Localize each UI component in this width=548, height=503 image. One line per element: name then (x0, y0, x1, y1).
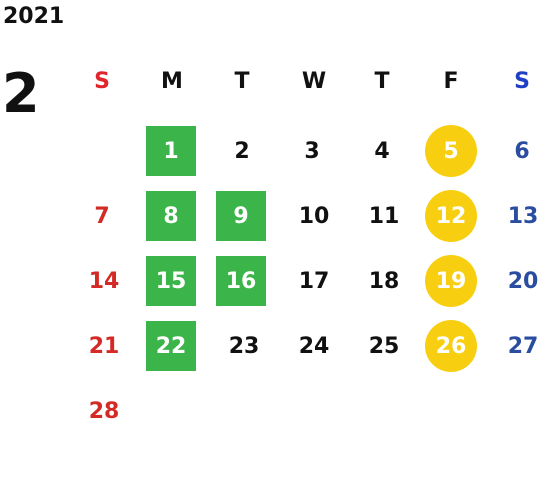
day-cell[interactable]: 10 (284, 196, 344, 236)
day-number: 11 (368, 203, 400, 229)
yellow-highlight (425, 125, 477, 177)
day-cell[interactable]: 15 (141, 256, 201, 306)
day-number: 3 (304, 138, 320, 164)
day-number: 22 (155, 333, 187, 359)
day-cell[interactable]: 9 (211, 191, 271, 241)
green-highlight (216, 256, 266, 306)
weekday-header-tue: T (234, 68, 250, 94)
day-number: 16 (225, 268, 257, 294)
day-number: 1 (163, 138, 179, 164)
day-cell[interactable]: 11 (354, 196, 414, 236)
month-number: 2 (2, 62, 40, 125)
day-number: 24 (298, 333, 330, 359)
day-number: 10 (298, 203, 330, 229)
day-number: 19 (435, 268, 467, 294)
yellow-highlight (425, 190, 477, 242)
day-cell[interactable]: 22 (141, 321, 201, 371)
day-number: 6 (514, 138, 530, 164)
day-cell[interactable]: 1 (141, 126, 201, 176)
green-highlight (146, 191, 196, 241)
day-cell[interactable]: 23 (214, 326, 274, 366)
day-number: 9 (233, 203, 249, 229)
day-number: 17 (298, 268, 330, 294)
green-highlight (216, 191, 266, 241)
day-number: 15 (155, 268, 187, 294)
weekday-header-sat: S (514, 68, 530, 94)
day-cell[interactable]: 21 (74, 326, 134, 366)
day-cell[interactable]: 14 (74, 261, 134, 301)
day-number: 4 (374, 138, 390, 164)
day-cell[interactable]: 6 (492, 131, 548, 171)
yellow-highlight (425, 320, 477, 372)
weekday-header-wed: W (301, 68, 327, 94)
day-number: 2 (234, 138, 250, 164)
day-cell[interactable]: 12 (421, 190, 481, 242)
day-cell[interactable]: 4 (352, 131, 412, 171)
day-cell[interactable]: 18 (354, 261, 414, 301)
green-highlight (146, 321, 196, 371)
weekday-header-thu: T (374, 68, 390, 94)
day-number: 5 (443, 138, 459, 164)
weekday-header-fri: F (443, 68, 459, 94)
day-number: 26 (435, 333, 467, 359)
day-number: 27 (507, 333, 539, 359)
day-cell[interactable]: 26 (421, 320, 481, 372)
year-label: 2021 (3, 4, 65, 29)
day-number: 23 (228, 333, 260, 359)
day-number: 8 (163, 203, 179, 229)
day-cell[interactable]: 13 (493, 196, 548, 236)
day-cell[interactable]: 27 (493, 326, 548, 366)
weekday-header-sun: S (94, 68, 110, 94)
day-cell[interactable]: 5 (421, 125, 481, 177)
day-cell[interactable]: 17 (284, 261, 344, 301)
day-number: 18 (368, 268, 400, 294)
green-highlight (146, 256, 196, 306)
day-cell[interactable]: 24 (284, 326, 344, 366)
day-cell[interactable]: 20 (493, 261, 548, 301)
day-number: 13 (507, 203, 539, 229)
day-cell[interactable]: 3 (282, 131, 342, 171)
day-cell[interactable]: 25 (354, 326, 414, 366)
day-number: 12 (435, 203, 467, 229)
day-number: 20 (507, 268, 539, 294)
day-cell[interactable]: 8 (141, 191, 201, 241)
day-cell[interactable]: 28 (74, 391, 134, 431)
day-number: 25 (368, 333, 400, 359)
day-number: 21 (88, 333, 120, 359)
day-cell[interactable]: 16 (211, 256, 271, 306)
day-cell[interactable]: 7 (72, 196, 132, 236)
day-cell[interactable]: 2 (212, 131, 272, 171)
day-number: 14 (88, 268, 120, 294)
weekday-header-mon: M (161, 68, 183, 94)
day-cell[interactable]: 19 (421, 255, 481, 307)
yellow-highlight (425, 255, 477, 307)
green-highlight (146, 126, 196, 176)
day-number: 28 (88, 398, 120, 424)
day-number: 7 (94, 203, 110, 229)
